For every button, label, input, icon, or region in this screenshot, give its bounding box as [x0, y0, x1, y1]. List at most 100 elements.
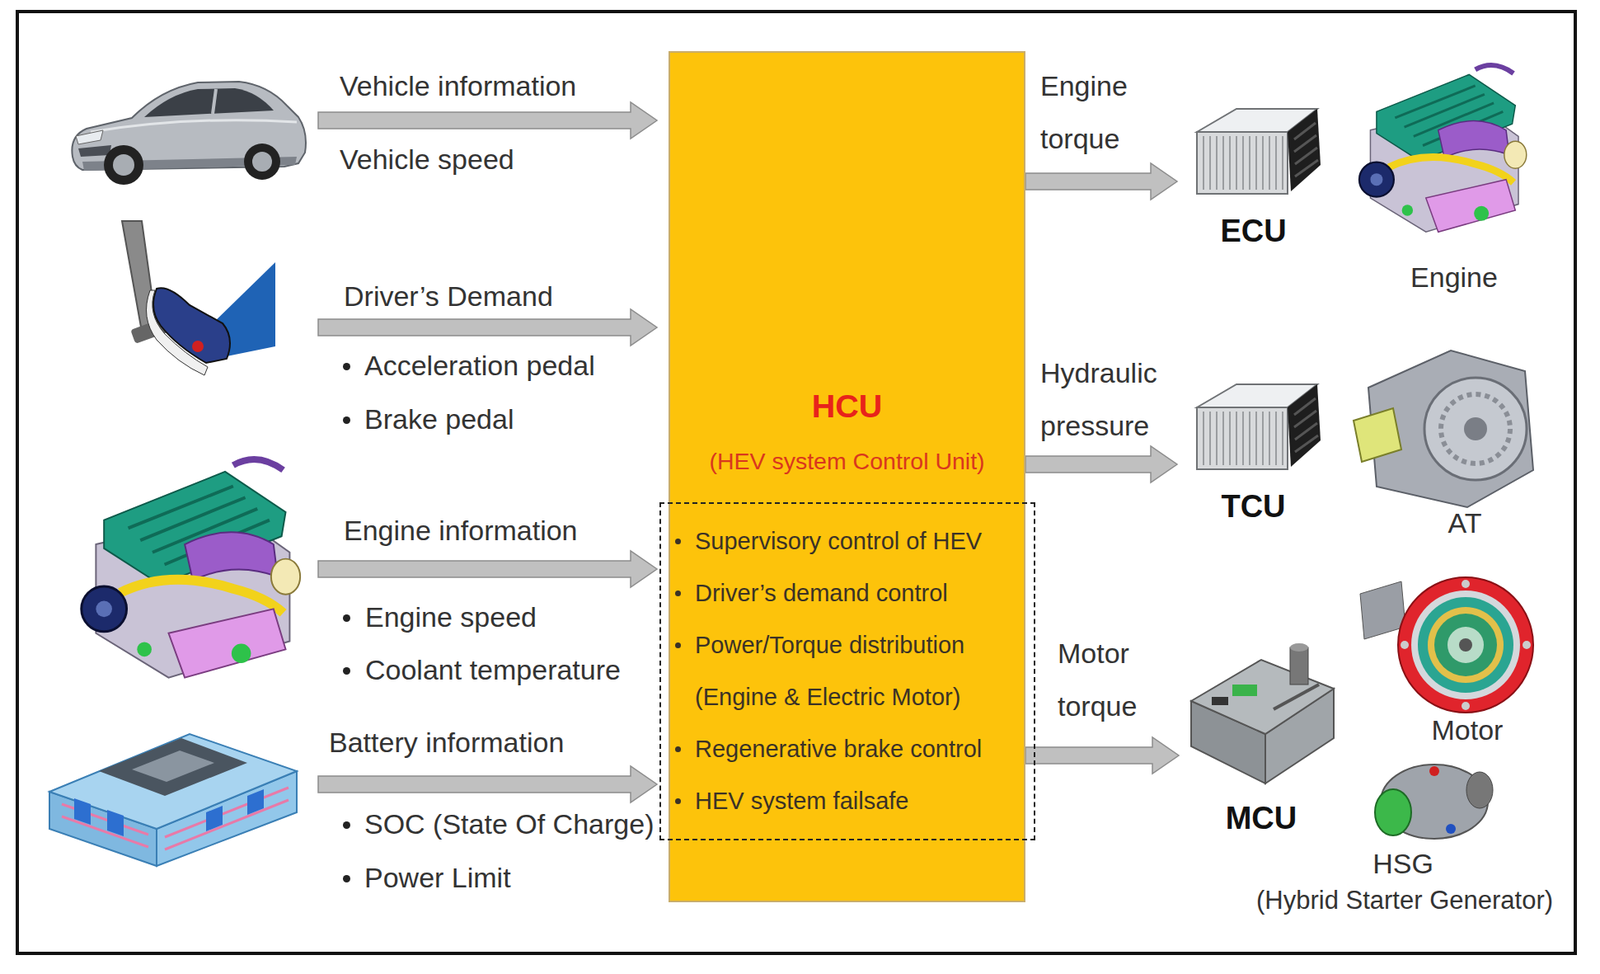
transmission-illustration	[1353, 408, 1402, 462]
transmission-illustration	[1353, 350, 1534, 507]
pedal-illustration	[146, 290, 209, 376]
controller-box: ECU	[1177, 97, 1330, 250]
text-label: Engine	[1410, 261, 1498, 294]
signal-label: Engine torque	[1040, 59, 1177, 165]
text-label: Vehicle information	[339, 70, 577, 103]
bullet-dot	[342, 416, 351, 424]
car-illustration	[252, 151, 273, 172]
motor-illustration	[1461, 701, 1470, 710]
bullet-row: HEV system failsafe	[661, 774, 1034, 827]
pedal-illustration	[121, 220, 276, 376]
signal-arrow	[1025, 445, 1178, 483]
text-label: Coolant temperature	[365, 653, 621, 686]
controller-box: MCU	[1178, 638, 1344, 837]
engine-illustration	[81, 459, 301, 678]
controller-box: TCU	[1177, 372, 1330, 526]
signal-arrow	[1025, 163, 1178, 200]
car-illustration	[90, 120, 297, 132]
mcu-illustration	[1290, 647, 1309, 685]
motor-illustration	[1417, 596, 1514, 693]
mcu-illustration	[1191, 642, 1334, 784]
mcu-illustration	[1273, 684, 1319, 709]
bullet-dot	[342, 666, 351, 675]
transmission-illustration	[1424, 377, 1527, 480]
text-label: Acceleration pedal	[364, 349, 596, 382]
bullet-dot	[342, 614, 351, 622]
text-label: Brake pedal	[364, 403, 514, 436]
function-item: Regenerative brake control	[694, 722, 1029, 775]
battery-illustration	[131, 750, 215, 782]
signal-label: Hydraulic pressure	[1040, 346, 1177, 452]
text-label: AT	[1448, 506, 1483, 540]
mcu-illustration	[1290, 642, 1309, 652]
input-arrow	[318, 765, 657, 803]
function-item: Driver’s demand control	[694, 567, 1029, 620]
controller-illustration	[1196, 384, 1321, 470]
bullet-dot	[675, 538, 681, 545]
input-arrow	[318, 309, 657, 346]
car-illustration	[243, 143, 281, 180]
car-illustration	[212, 89, 216, 114]
signal-label: Motor torque	[1057, 626, 1194, 732]
motor-illustration	[1398, 577, 1534, 713]
battery-illustration	[98, 737, 248, 796]
pedal-illustration	[153, 287, 230, 363]
controller-name: MCU	[1178, 800, 1344, 837]
motor-illustration	[1461, 579, 1470, 588]
bullet-dot	[342, 874, 351, 883]
car-illustration	[78, 145, 112, 157]
hsg-illustration	[1374, 764, 1493, 839]
hsg-illustration	[1466, 771, 1493, 808]
text-label: SOC (State Of Charge)	[364, 807, 654, 840]
bullet-dot	[675, 590, 681, 596]
mcu-illustration	[1232, 684, 1258, 696]
hsg-illustration	[1445, 823, 1456, 834]
controller-illustration	[1196, 108, 1321, 194]
signal-arrow	[1025, 736, 1179, 774]
bullet-dot	[342, 821, 351, 829]
engine-illustration	[1359, 65, 1527, 232]
mcu-illustration	[1211, 696, 1229, 705]
text-label: Battery information	[328, 726, 564, 759]
controller-name: ECU	[1177, 213, 1330, 250]
battery-illustration	[61, 787, 289, 850]
text-label: Driver’s Demand	[343, 280, 554, 313]
transmission-illustration	[1463, 417, 1488, 441]
car-illustration	[71, 81, 306, 185]
motor-illustration	[1411, 590, 1521, 700]
text-label: Engine speed	[365, 600, 537, 634]
motor-illustration	[1447, 626, 1484, 663]
function-item: Power/Torque distribution (Engine & Elec…	[694, 619, 1029, 723]
motor-illustration	[1427, 606, 1504, 683]
function-item: HEV system failsafe	[694, 774, 1029, 827]
motor-illustration	[1434, 613, 1497, 676]
motor-illustration	[1360, 581, 1406, 639]
control-unit-box: HCU (HEV system Control Unit) Supervisory …	[668, 51, 1026, 902]
bullet-dot	[675, 746, 681, 752]
controller-picture-area	[1178, 638, 1344, 788]
text-label: Vehicle speed	[339, 143, 515, 176]
text-label: (Hybrid Starter Generator)	[1256, 885, 1554, 915]
car-illustration	[112, 154, 135, 176]
input-arrow	[318, 550, 657, 587]
car-illustration	[144, 88, 274, 118]
bullet-dot	[675, 642, 681, 648]
unit-title: HCU	[670, 387, 1024, 425]
pedal-illustration	[192, 340, 204, 352]
battery-illustration	[74, 797, 124, 836]
controller-picture-area	[1177, 97, 1330, 201]
motor-illustration	[1400, 640, 1409, 649]
unit-subtitle: (HEV system Control Unit)	[670, 447, 1024, 475]
bullet-row: Regenerative brake control	[661, 722, 1034, 775]
bullet-dot	[342, 362, 351, 371]
controller-illustration	[1196, 108, 1321, 470]
bullet-row: Driver’s demand control	[661, 567, 1034, 620]
battery-illustration	[49, 733, 297, 866]
function-item: Supervisory control of HEV	[694, 515, 1029, 568]
text-label: Power Limit	[364, 861, 512, 894]
input-arrow	[318, 102, 657, 803]
car-illustration	[75, 130, 104, 145]
motor-illustration	[1459, 638, 1473, 652]
text-label: HSG	[1372, 847, 1434, 880]
car-illustration	[103, 145, 144, 185]
